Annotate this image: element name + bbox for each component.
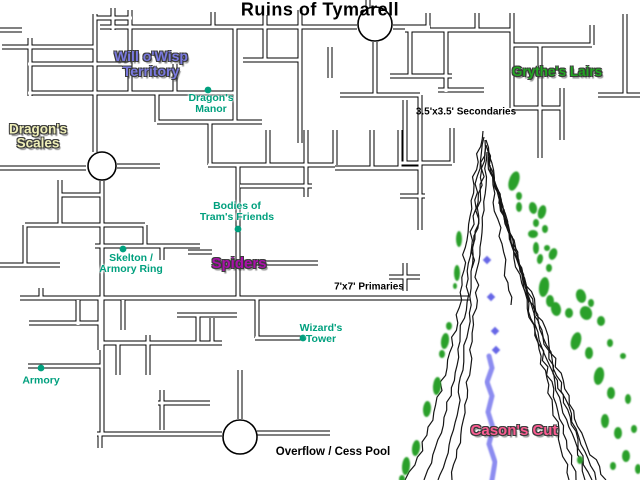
label-primaries-note: 7'x7' Primaries [334,281,404,293]
label-skelton-armory-ring: Skelton / Armory Ring [99,251,163,275]
label-secondaries-note: 3.5'x3.5' Secondaries [415,106,517,118]
label-dragons-scales: Dragon's Scales [9,121,67,151]
label-will-o-wisp-territory: Will o'Wisp Territory [114,48,188,79]
label-wizards-tower: Wizard's Tower [299,321,343,345]
label-dragons-manor: Dragon's Manor [188,91,234,115]
label-grythes-lairs: Grythe's Lairs [511,63,603,79]
label-casons-cut: Cason's Cut [470,421,558,439]
label-overflow-cess-pool: Overflow / Cess Pool [275,445,391,458]
label-spiders: Spiders [211,254,267,272]
label-bodies-of-trams-friends: Bodies of Tram's Friends [199,199,275,223]
map-title: Ruins of Tymarell [240,0,400,20]
label-armory: Armory [22,374,60,387]
